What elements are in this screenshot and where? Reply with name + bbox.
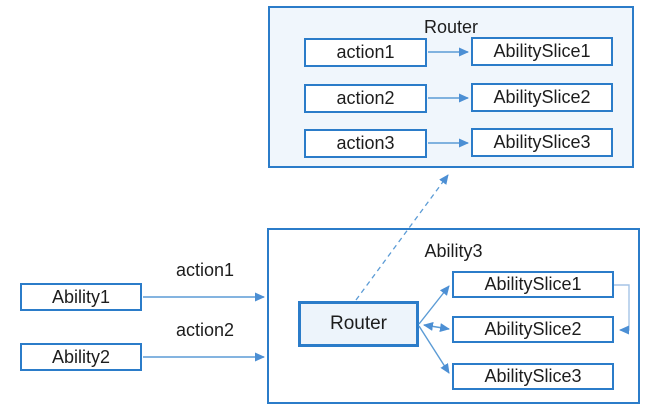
router-abilityslice3-node: AbilitySlice3 xyxy=(471,128,613,157)
action2-edge-label: action2 xyxy=(175,320,235,340)
action1-node: action1 xyxy=(304,38,427,67)
action3-node: action3 xyxy=(304,129,427,158)
router-group-title: Router xyxy=(423,17,479,37)
router-abilityslice1-node: AbilitySlice1 xyxy=(471,37,613,66)
ability3-abilityslice3-node: AbilitySlice3 xyxy=(452,363,614,390)
ability3-abilityslice2-node: AbilitySlice2 xyxy=(452,316,614,343)
action2-node: action2 xyxy=(304,84,427,113)
ability1-node: Ability1 xyxy=(20,283,142,311)
ability3-group-title: Ability3 xyxy=(424,241,483,261)
ability3-abilityslice1-node: AbilitySlice1 xyxy=(452,271,614,298)
action1-edge-label: action1 xyxy=(175,260,235,280)
ability3-router-node: Router xyxy=(298,301,419,347)
ability2-node: Ability2 xyxy=(20,343,142,371)
router-abilityslice2-node: AbilitySlice2 xyxy=(471,83,613,112)
